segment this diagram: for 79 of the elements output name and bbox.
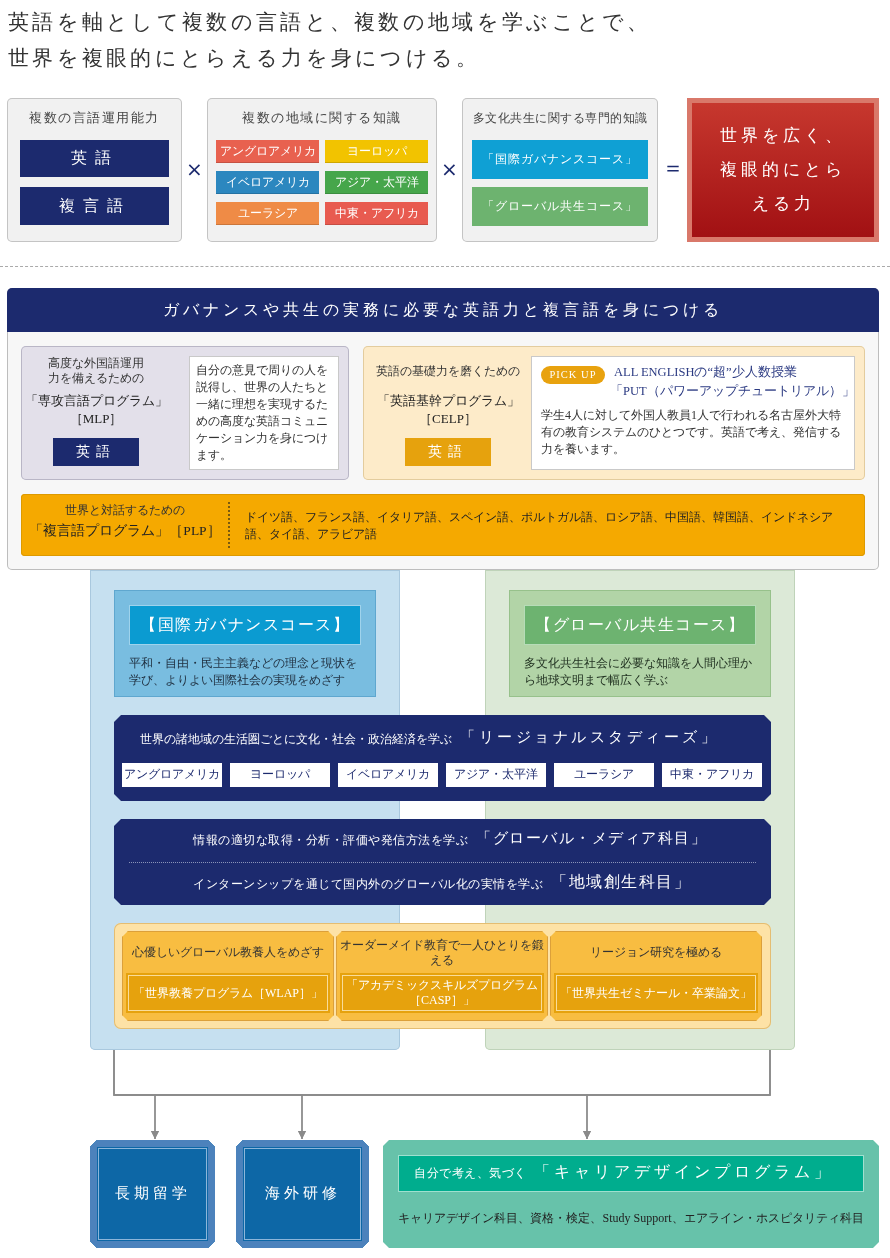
course-tile: 「国際ガバナンスコース」 bbox=[472, 140, 648, 179]
program-title: 「英語基幹プログラム」 bbox=[376, 393, 520, 410]
program-card bbox=[21, 346, 349, 480]
program-card bbox=[363, 346, 865, 480]
page-title: 英語を軸として複数の言語と、複数の地域を学ぶことで、世界を複眼的にとらえる力を身につける。 bbox=[8, 9, 653, 72]
card-heading: リージョン研究を極める bbox=[590, 945, 722, 960]
program-title-plate: 「世界共生ゼミナール・卒業論文」 bbox=[554, 973, 758, 1013]
language-tile: 複言語 bbox=[20, 187, 169, 225]
course-panel bbox=[114, 590, 376, 697]
program-title-plate: 「アカデミックスキルズプログラム［CASP］」 bbox=[340, 973, 544, 1013]
course-title-bar: 【国際ガバナンスコース】 bbox=[129, 605, 361, 645]
band-lead-text: インターンシップを通じて国内外のグローバル化の実情を学ぶ bbox=[193, 877, 543, 893]
program-title: ［CELP］ bbox=[419, 411, 477, 428]
region-tile: ヨーロッパ bbox=[230, 763, 330, 787]
result-box: 世界を広く、複眼的にとらえる力 bbox=[687, 98, 879, 242]
region-tile: ユーラシア bbox=[554, 763, 654, 787]
card-heading: オーダーメイド教育で一人ひとりを鍛える bbox=[340, 938, 544, 968]
language-tile: 英語 bbox=[20, 140, 169, 177]
category-panel bbox=[7, 98, 182, 242]
times-sign: × bbox=[186, 157, 203, 181]
subjects-band bbox=[114, 819, 771, 905]
band-title: 「グローバル・メディア科目」 bbox=[476, 829, 707, 848]
panel-heading: 複数の地域に関する知識 bbox=[242, 110, 402, 127]
pickup-title: ALL ENGLISHの“超”少人数授業 bbox=[614, 364, 797, 381]
program-bar bbox=[21, 494, 865, 556]
language-tile: 英語 bbox=[405, 438, 491, 466]
course-panel bbox=[509, 590, 771, 697]
career-panel bbox=[383, 1140, 879, 1248]
times-sign: × bbox=[441, 157, 458, 181]
category-panel bbox=[462, 98, 658, 242]
pickup-description: 学生4人に対して外国人教員1人で行われる名古屋外大特有の教育システムのひとつです。英語で考え、発信する力を養います。 bbox=[541, 407, 842, 458]
region-tile: イベロアメリカ bbox=[338, 763, 438, 787]
region-tile: 中東・アフリカ bbox=[325, 202, 428, 225]
region-tile: 中東・アフリカ bbox=[662, 763, 762, 787]
band-title: 「リージョナルスタディーズ」 bbox=[460, 728, 719, 747]
description-card: 自分の意見で周りの人を説得し、世界の人たちと一緒に理想を実現するための高度な英語コミュニケーション力を身につけます。 bbox=[189, 356, 339, 470]
course-description: 多文化共生社会に必要な知識を人間心理から地球文明まで幅広く学ぶ bbox=[524, 655, 753, 689]
connector-arrow bbox=[583, 1049, 771, 1140]
card-subheading: 高度な外国語運用力を備えるための bbox=[47, 356, 145, 386]
band-lead-text: 世界の諸地域の生活圏ごとに文化・社会・政治経済を学ぶ bbox=[140, 732, 452, 748]
region-tile: アジア・太平洋 bbox=[325, 171, 428, 194]
program-card bbox=[336, 931, 548, 1021]
course-description: 平和・自由・民主主義などの理念と現状を学び、よりよい国際社会の実現をめざす bbox=[129, 655, 358, 689]
course-title-bar: 【グローバル共生コース】 bbox=[524, 605, 756, 645]
panel-header: ガバナンスや共生の実務に必要な英語力と複言語を身につける bbox=[7, 288, 879, 332]
equals-sign: ＝ bbox=[661, 155, 684, 182]
bar-title: 「キャリアデザインプログラム」 bbox=[534, 1162, 834, 1182]
card-subheading: 英語の基礎力を磨くための bbox=[376, 364, 520, 380]
language-tile: 英語 bbox=[53, 438, 139, 466]
region-tile: ヨーロッパ bbox=[325, 140, 428, 163]
career-title-bar bbox=[398, 1155, 864, 1192]
region-tile: ユーラシア bbox=[216, 202, 319, 225]
region-tile: アングロアメリカ bbox=[122, 763, 222, 787]
region-tile: アジア・太平洋 bbox=[446, 763, 546, 787]
program-title: 「専攻言語プログラム」 bbox=[24, 393, 168, 410]
program-title: ［MLP］ bbox=[69, 411, 123, 428]
program-title-plate: 「世界教養プログラム［WLAP］」 bbox=[126, 973, 330, 1013]
region-tile: アングロアメリカ bbox=[216, 140, 319, 163]
program-card bbox=[122, 931, 334, 1021]
pickup-badge: PICK UP bbox=[541, 366, 605, 384]
card-heading: 心優しいグローバル教養人をめざす bbox=[132, 945, 324, 960]
bar-subheading: 世界と対話するための bbox=[65, 503, 185, 519]
career-description: キャリアデザイン科目、資格・検定、Study Support、エアライン・ホスピタリティ科目 bbox=[398, 1211, 864, 1227]
panel-heading: 多文化共生に関する専門的知識 bbox=[472, 111, 648, 127]
program-panel bbox=[7, 288, 879, 570]
region-tile: イベロアメリカ bbox=[216, 171, 319, 194]
bar-lead-text: 自分で考え、気づく bbox=[414, 1166, 527, 1182]
category-panel bbox=[207, 98, 437, 242]
course-tile: 「グローバル共生コース」 bbox=[472, 187, 648, 226]
program-card bbox=[550, 931, 762, 1021]
band-lead-text: 情報の適切な取得・分析・評価や発信方法を学ぶ bbox=[193, 833, 468, 849]
language-list: ドイツ語、フランス語、イタリア語、スペイン語、ポルトガル語、ロシア語、中国語、韓国語、インドネシア語、タイ語、アラビア語 bbox=[245, 509, 855, 543]
band-title: 「地域創生科目」 bbox=[551, 872, 691, 892]
destination-box: 海外研修 bbox=[236, 1140, 369, 1248]
destination-box: 長期留学 bbox=[90, 1140, 215, 1248]
pickup-card bbox=[531, 356, 855, 470]
panel-heading: 複数の言語運用能力 bbox=[29, 110, 160, 127]
program-title: 「複言語プログラム」［PLP］ bbox=[29, 522, 221, 540]
pickup-title: 「PUT（パワーアップチュートリアル）」 bbox=[610, 383, 855, 400]
